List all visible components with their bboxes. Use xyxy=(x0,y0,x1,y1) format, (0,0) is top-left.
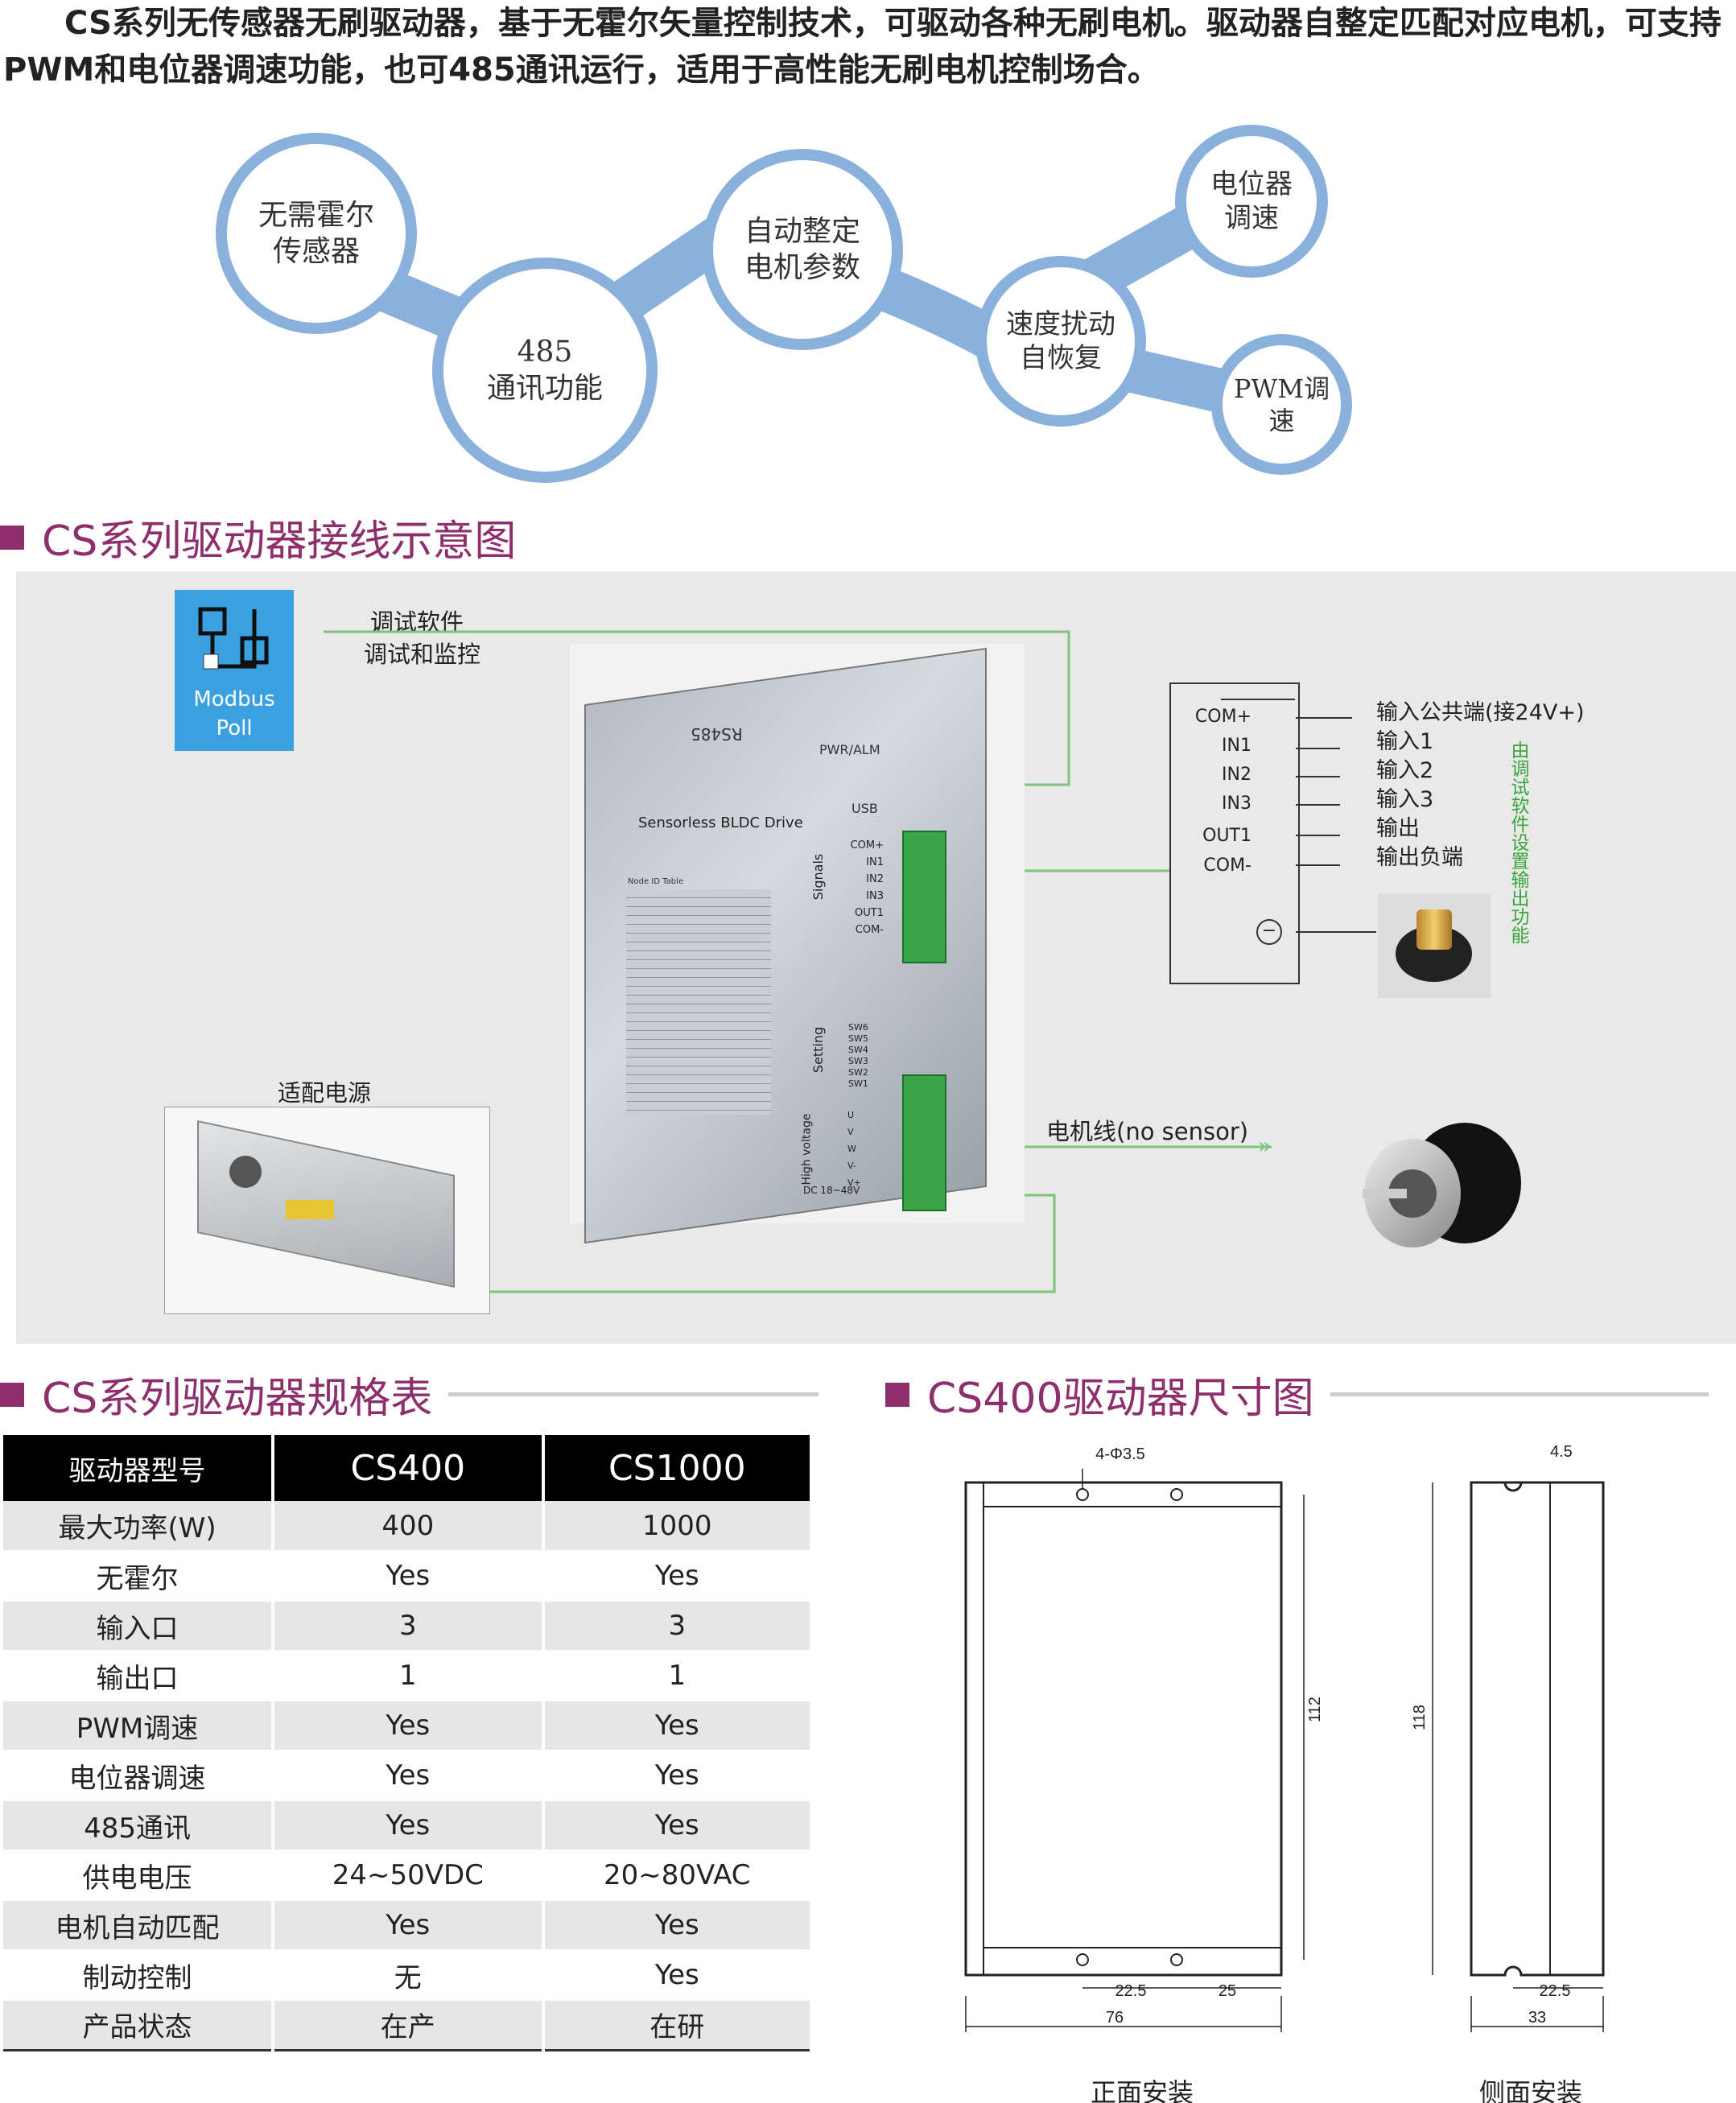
side-height-outer-label: 118 xyxy=(1411,1705,1429,1730)
power-supply-label: 适配电源 xyxy=(278,1079,372,1107)
front-width-total-label: 76 xyxy=(1106,2009,1124,2027)
spec-header-cs400: CS400 xyxy=(273,1435,545,1501)
side-width-a-label: 22.5 xyxy=(1540,1982,1571,2000)
software-sublabel: 调试和监控 xyxy=(364,641,481,668)
spec-header-row: 驱动器型号 CS400 CS1000 xyxy=(3,1435,814,1501)
feature-bubble-pwm: PWM调速 xyxy=(1211,334,1352,475)
drive-signals-label: Signals xyxy=(810,853,827,901)
front-mount-caption: 正面安装 xyxy=(1091,2077,1194,2103)
side-top-label: 4.5 xyxy=(1550,1443,1573,1461)
pin-leader-lines xyxy=(1296,717,1376,933)
hole-dimension-label: 4-Φ3.5 xyxy=(1095,1445,1145,1463)
dims-section-header: CS400驱动器尺寸图 xyxy=(885,1364,1709,1425)
front-width-a-label: 22.5 xyxy=(1115,1982,1147,2000)
potentiometer-photo xyxy=(1378,893,1491,998)
spec-section-header: CS系列驱动器规格表 xyxy=(0,1364,819,1425)
front-width-b-label: 25 xyxy=(1218,1982,1236,2000)
pin-com-plus: COM+ xyxy=(1194,707,1251,727)
bldc-motor-photo xyxy=(1360,1123,1521,1268)
side-mount-caption: 侧面安装 xyxy=(1479,2077,1583,2103)
front-height-inner-label: 112 xyxy=(1306,1697,1324,1722)
drive-rs485-label: RS485 xyxy=(691,724,743,744)
motor-terminal-block xyxy=(902,1074,946,1211)
drive-pwr-label: PWR/ALM xyxy=(819,742,880,757)
potentiometer-port-icon: − xyxy=(1256,919,1282,945)
output-function-note: 由调试软件设置输出功能 xyxy=(1507,740,1528,944)
dimension-drawing: 4-Φ3.5 112 22.5 25 76 118 4.5 22.5 33 xyxy=(964,1443,1605,2032)
table-row: 产品状态在产在研 xyxy=(3,2000,814,2051)
drive-photo: RS485 PWR/ALM USB Sensorless BLDC Drive … xyxy=(570,644,1025,1244)
feature-bubble-potentiometer: 电位器调速 xyxy=(1175,125,1328,278)
drive-nodeid-title: Node ID Table xyxy=(628,877,683,886)
drive-model-label: Sensorless BLDC Drive xyxy=(638,814,803,831)
svg-text:»: » xyxy=(1258,1132,1272,1159)
spec-header-cs1000: CS1000 xyxy=(542,1435,814,1501)
feature-bubble-no-hall: 无需霍尔传感器 xyxy=(216,133,417,334)
feature-bubble-speed-recover: 速度扰动自恢复 xyxy=(975,256,1146,427)
wiring-section-header: CS系列驱动器接线示意图 xyxy=(0,507,516,567)
pin-com-minus: COM- xyxy=(1203,856,1251,876)
intro-paragraph: CS系列无传感器无刷驱动器，基于无霍尔矢量控制技术，可驱动各种无刷电机。驱动器自… xyxy=(3,5,1722,89)
pin-panel: COM+ IN1 IN2 IN3 OUT1 COM- − xyxy=(1169,682,1300,984)
pin-in1: IN1 xyxy=(1222,736,1251,756)
motor-cable-label: 电机线(no sensor) xyxy=(1046,1118,1249,1145)
drive-setting-label: Setting xyxy=(810,1026,827,1074)
pin-in2: IN2 xyxy=(1222,765,1251,785)
drive-dc-label: DC 18~48V xyxy=(803,1185,860,1196)
spec-header-model: 驱动器型号 xyxy=(3,1435,275,1501)
side-width-total-label: 33 xyxy=(1528,2009,1546,2027)
pin-in3: IN3 xyxy=(1222,794,1251,814)
feature-bubble-auto-tune: 自动整定电机参数 xyxy=(702,149,903,350)
power-supply-photo xyxy=(164,1107,490,1314)
pin-out1: OUT1 xyxy=(1202,826,1251,846)
drive-hv-label: High voltage xyxy=(800,1113,814,1186)
drive-nodeid-table xyxy=(626,889,771,1115)
signal-terminal-block xyxy=(902,831,946,963)
drive-usb-label: USB xyxy=(852,801,878,816)
